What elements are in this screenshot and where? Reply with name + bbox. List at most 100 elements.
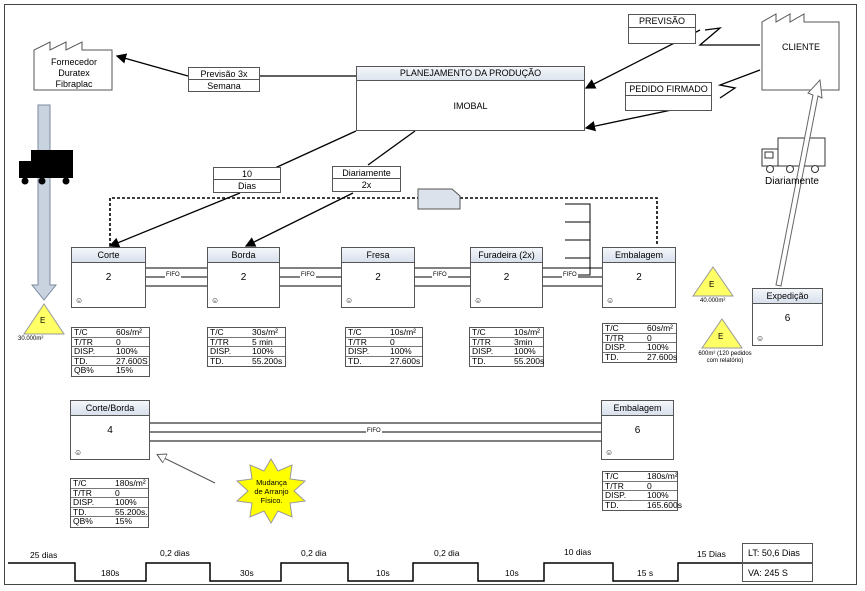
inventory-triangle-icon xyxy=(701,318,743,349)
data-row: T/C 30s/m² xyxy=(208,327,285,338)
data-key: TD. xyxy=(73,506,87,517)
wait-time: 15 Dias xyxy=(697,549,726,559)
data-key: T/C xyxy=(472,327,486,337)
data-key: T/TR xyxy=(210,336,229,347)
data-row: TD.55.200s. xyxy=(71,506,148,518)
wait-time: 0,2 dia xyxy=(434,548,460,558)
data-value: 180s/m² xyxy=(115,478,146,488)
data-key: DISP. xyxy=(73,497,95,508)
process-time: 180s xyxy=(101,568,120,578)
process-name: Embalagem xyxy=(602,401,673,416)
timeline-line xyxy=(8,562,742,582)
process-time: 30s xyxy=(240,568,254,578)
data-value: 100% xyxy=(647,342,669,353)
data-row: TD.165.600s xyxy=(603,499,682,511)
supplier-name-line1: Fornecedor xyxy=(50,57,98,67)
process-operators: 4 xyxy=(107,425,113,436)
process-box: Corte 2 ☺ xyxy=(71,247,146,308)
data-value: 0 xyxy=(115,487,120,498)
kaizen-line3: Físico. xyxy=(260,496,283,505)
data-value: 60s/m² xyxy=(116,327,142,337)
operator-icon: ☺ xyxy=(474,296,483,305)
data-key: DISP. xyxy=(348,346,370,357)
process-name: Furadeira (2x) xyxy=(471,248,542,263)
data-value: 100% xyxy=(115,497,137,508)
operator-icon: ☺ xyxy=(605,448,614,457)
fifo-label: FIFO xyxy=(432,272,448,278)
customer-shipment-arrow-icon xyxy=(775,78,823,287)
data-row: DISP.100% xyxy=(208,347,285,357)
process-time: 10s xyxy=(376,568,390,578)
inventory-quantity: 40.000m² xyxy=(700,298,726,304)
wait-time: 0,2 dia xyxy=(301,548,327,558)
data-value: 30s/m² xyxy=(252,327,278,337)
data-key: TD. xyxy=(605,351,619,362)
shipping-box: Expedição 6 ☺ xyxy=(752,288,823,346)
data-value: 27.600s xyxy=(390,355,421,366)
wait-time: 25 dias xyxy=(30,550,58,560)
process-box: Borda 2 ☺ xyxy=(207,247,280,308)
process-box: Embalagem 2 ☺ xyxy=(602,247,676,308)
process-name: Embalagem xyxy=(603,248,675,263)
kanban-post-icon xyxy=(417,188,461,210)
supplier-factory: Fornecedor Duratex Fibraplac xyxy=(38,57,110,90)
data-value: 100% xyxy=(252,346,274,357)
edge-frequency-times: 2x xyxy=(361,180,372,190)
customer-truck-frequency: Diariamente xyxy=(765,176,819,187)
data-value: 15% xyxy=(116,365,134,376)
planning-body: IMOBAL xyxy=(453,101,488,111)
data-key: T/TR xyxy=(348,336,367,347)
data-value: 10s/m² xyxy=(390,327,416,337)
firm-order-label: PEDIDO FIRMADO xyxy=(626,84,711,96)
process-name: Corte/Borda xyxy=(71,401,149,416)
data-key: TD. xyxy=(472,355,486,366)
customer-factory-label: CLIENTE xyxy=(781,42,820,52)
data-row: TD. 27.600s xyxy=(603,351,678,363)
data-value: 55.200s xyxy=(252,355,283,366)
operator-icon: ☺ xyxy=(74,448,83,457)
inventory-symbol: E xyxy=(718,332,724,341)
future-process-box: Embalagem 6 ☺ xyxy=(601,400,674,460)
planning-box: PLANEJAMENTO DA PRODUÇÃO IMOBAL xyxy=(356,66,585,131)
process-operators: 2 xyxy=(503,272,510,283)
wait-time: 10 dias xyxy=(564,547,592,557)
future-process-box: Corte/Borda 4 ☺ xyxy=(70,400,150,460)
data-row: TD.55.200s xyxy=(208,355,285,367)
supplier-name-line2: Duratex xyxy=(58,68,90,78)
data-row: DISP.100% xyxy=(346,347,422,357)
data-value: 60s/m² xyxy=(647,323,673,333)
data-key: T/TR xyxy=(74,336,93,347)
fifo-label: FIFO xyxy=(300,272,316,278)
data-key: T/TR xyxy=(73,487,92,498)
data-value: 15% xyxy=(115,516,133,527)
data-key: T/C xyxy=(210,327,224,337)
data-value: 3min xyxy=(514,336,533,347)
data-value: 100% xyxy=(647,490,669,501)
supplier-forecast-frequency: Previsão 3x xyxy=(189,69,259,80)
data-key: DISP. xyxy=(605,342,627,353)
fifo-label: FIFO xyxy=(562,272,578,278)
data-key: TD. xyxy=(605,499,619,510)
data-value: 0 xyxy=(647,480,652,491)
customer-forecast-label: PREVISÃO xyxy=(629,16,695,28)
data-row: DISP.100% xyxy=(603,491,677,501)
edge-frequency-box: Diariamente 2x xyxy=(332,166,401,192)
data-value: 27.600s xyxy=(647,351,678,362)
kaizen-burst-icon xyxy=(235,458,307,524)
inventory-symbol: E xyxy=(709,280,715,289)
data-key: T/C xyxy=(73,478,87,488)
shipping-name: Expedição xyxy=(753,289,822,304)
diagram-frame xyxy=(4,4,857,585)
data-value: 100% xyxy=(514,346,536,357)
data-row: T/TR 0 xyxy=(71,487,148,499)
kaizen-line2: de Arranjo xyxy=(254,487,289,496)
customer-forecast-box: PREVISÃO xyxy=(628,14,696,44)
